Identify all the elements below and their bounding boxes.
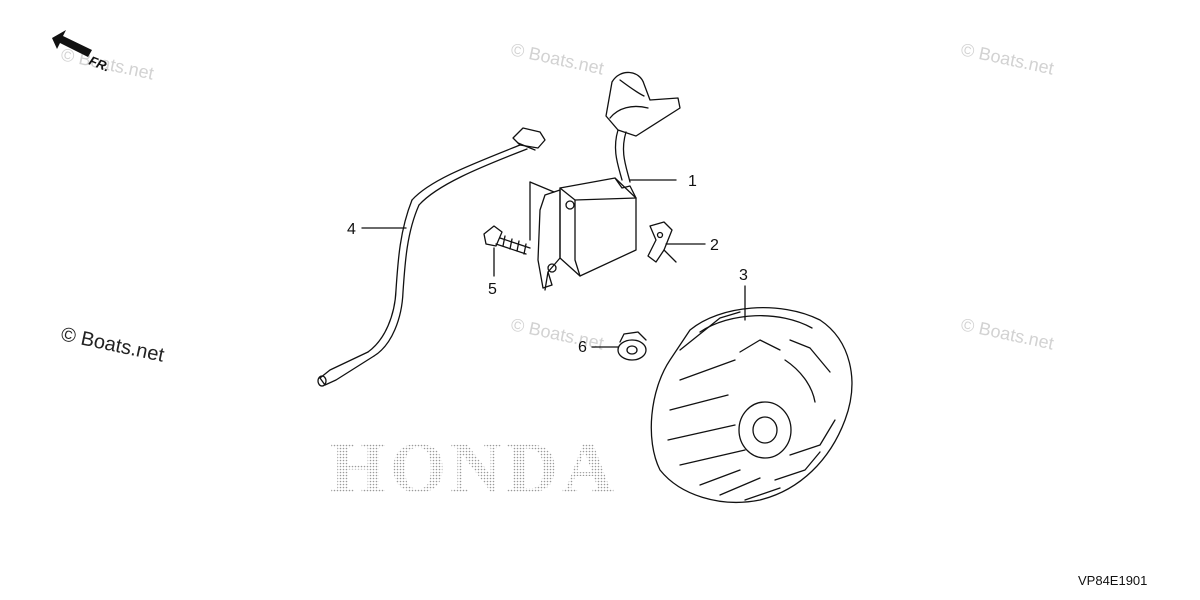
bolt-part (483, 225, 531, 255)
watermark-top-center: © Boats.net (509, 39, 605, 78)
watermark-top-right: © Boats.net (959, 39, 1055, 78)
watermark-mid-center: © Boats.net (509, 314, 605, 353)
callout-3: 3 (739, 267, 748, 284)
callout-1: 1 (688, 173, 697, 190)
brand-watermark: HONDA (330, 428, 618, 508)
flange-nut-part (617, 331, 647, 361)
clip-part (647, 221, 677, 263)
flywheel-part (650, 307, 853, 503)
front-direction-arrow-icon (52, 30, 92, 57)
direction-label: FR. (87, 53, 112, 75)
watermark-left-dark: © Boats.net (59, 323, 167, 366)
reference-code: VP84E1901 (1078, 573, 1147, 588)
callout-5: 5 (488, 281, 497, 298)
stop-switch-wire-part (317, 127, 546, 387)
watermark-mid-right: © Boats.net (959, 314, 1055, 353)
callout-4: 4 (347, 221, 356, 238)
callout-6: 6 (578, 339, 587, 356)
ignition-coil-part (529, 71, 681, 291)
callout-2: 2 (710, 237, 719, 254)
